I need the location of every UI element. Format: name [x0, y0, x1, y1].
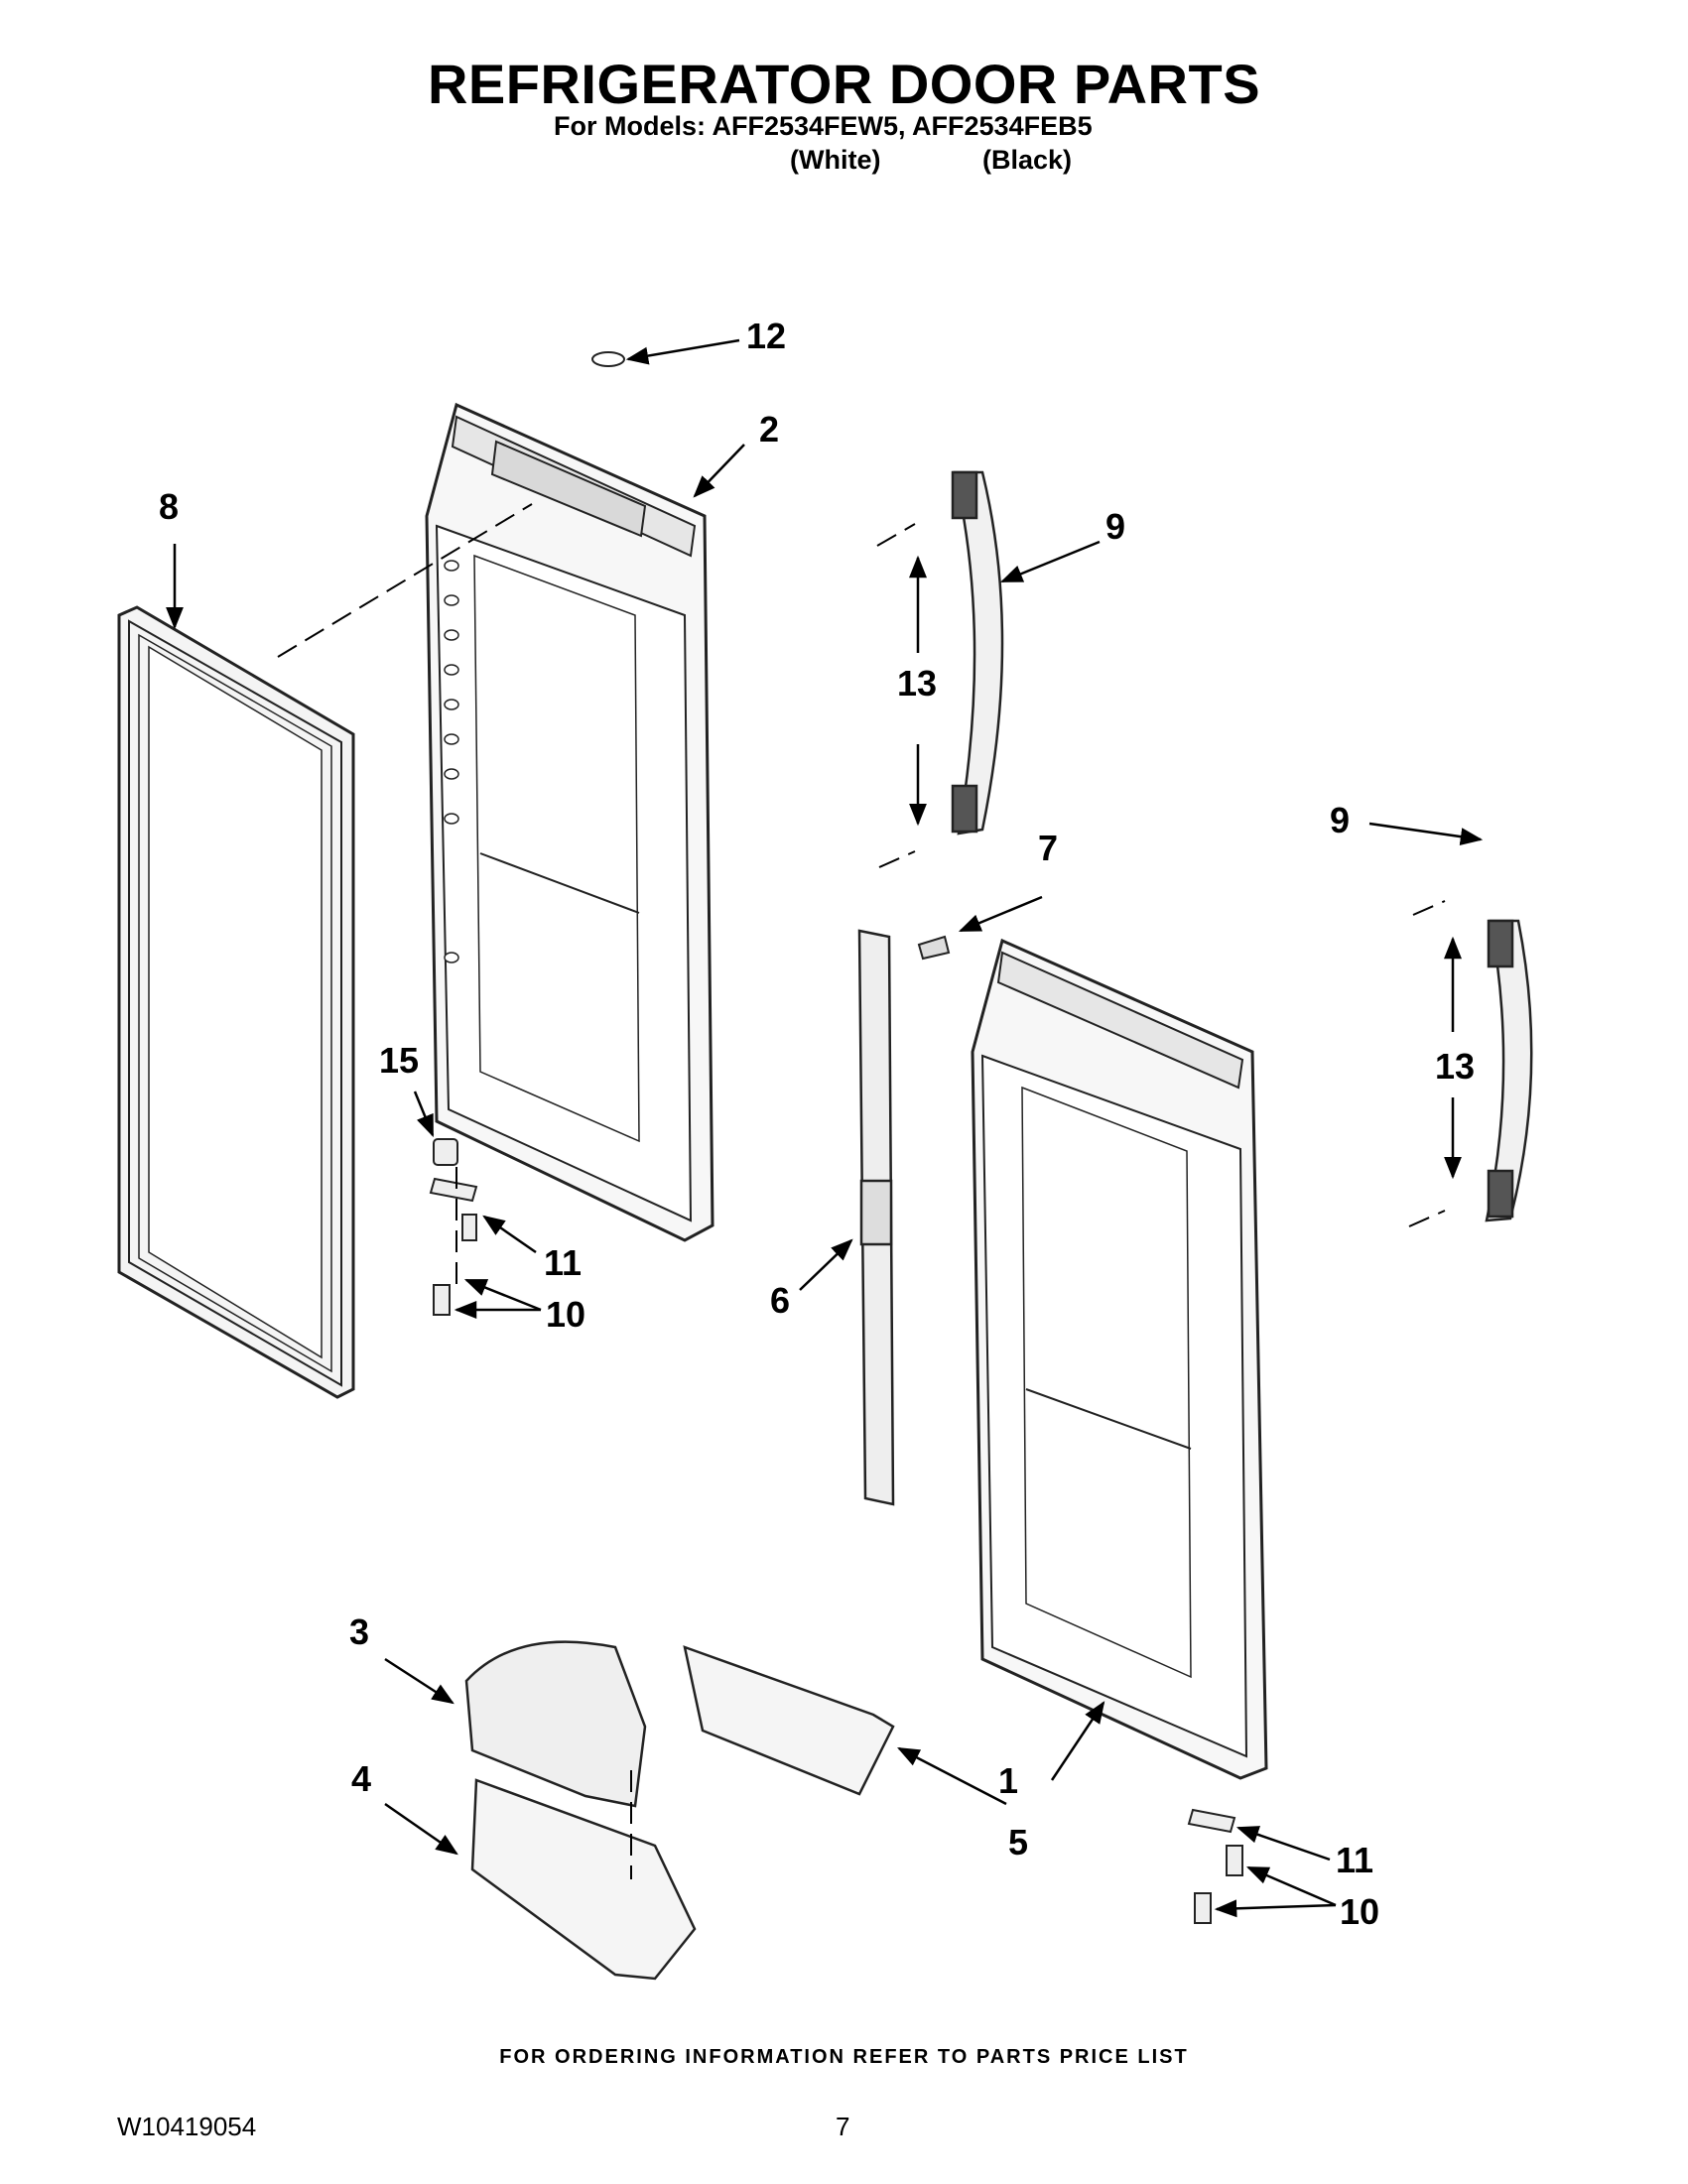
- callout-2: 2: [759, 409, 780, 450]
- page-number: 7: [836, 2112, 850, 2141]
- callout-7: 7: [1038, 828, 1059, 868]
- bin-part-5: [683, 1645, 895, 1796]
- callout-10-left: 10: [546, 1294, 586, 1335]
- handle-right-part-9: [1485, 919, 1533, 1222]
- right-door-liner-part-1: [971, 938, 1268, 1780]
- alignment-lines: [277, 503, 1446, 1879]
- mullion-part-6: [857, 929, 895, 1506]
- callout-9-right: 9: [1330, 800, 1351, 840]
- callout-11-right: 11: [1336, 1840, 1374, 1880]
- page-title: REFRIGERATOR DOOR PARTS: [427, 53, 1261, 115]
- callout-8: 8: [159, 486, 180, 527]
- callout-11-left: 11: [544, 1242, 583, 1283]
- callout-5: 5: [1008, 1822, 1029, 1863]
- callout-13-upper: 13: [897, 663, 938, 704]
- plug-part-12: [591, 351, 625, 367]
- callout-12: 12: [746, 316, 787, 356]
- callout-1: 1: [998, 1760, 1019, 1801]
- bin-part-4: [470, 1778, 697, 1981]
- variant-black: (Black): [982, 145, 1073, 175]
- callout-4: 4: [351, 1758, 372, 1799]
- screw-part-7: [917, 935, 951, 961]
- callout-9-upper: 9: [1105, 506, 1126, 547]
- callout-6: 6: [770, 1280, 791, 1321]
- callout-leaders: [166, 338, 1484, 1918]
- callout-3: 3: [349, 1611, 370, 1652]
- variant-white: (White): [790, 145, 881, 175]
- callout-13-right: 13: [1435, 1046, 1476, 1087]
- bin-cover-part-3: [464, 1640, 647, 1808]
- models-line: For Models: AFF2534FEW5, AFF2534FEB5: [554, 111, 1093, 141]
- document-number: W10419054: [117, 2112, 257, 2141]
- right-hinge-hardware: [1187, 1808, 1243, 1924]
- left-hinge-hardware: [429, 1138, 478, 1316]
- left-door-liner-part-2: [425, 402, 714, 1242]
- ordering-note: FOR ORDERING INFORMATION REFER TO PARTS …: [499, 2046, 1189, 2068]
- callout-15: 15: [379, 1040, 420, 1081]
- callout-10-right: 10: [1340, 1891, 1380, 1932]
- handle-upper-part-9: [951, 470, 1004, 835]
- door-gasket-part-8: [117, 605, 355, 1399]
